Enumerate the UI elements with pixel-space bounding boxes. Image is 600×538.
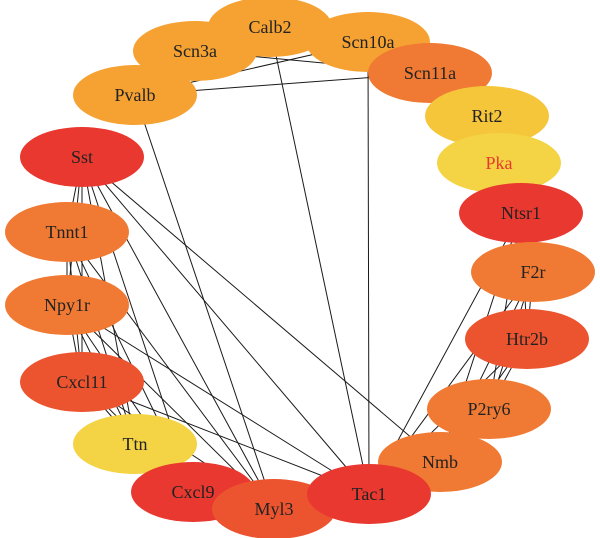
- node-scn3a[interactable]: Scn3a: [133, 21, 257, 81]
- node-ellipse-npy1r: [5, 275, 129, 335]
- node-label-rit2: Rit2: [471, 106, 502, 126]
- node-label-p2ry6: P2ry6: [467, 399, 510, 419]
- node-ellipse-tac1: [307, 464, 431, 524]
- node-label-scn3a: Scn3a: [173, 41, 217, 61]
- node-ellipse-p2ry6: [427, 379, 551, 439]
- node-ntsr1[interactable]: Ntsr1: [459, 183, 583, 243]
- edge-npy1r-tac1: [66, 304, 370, 495]
- node-label-scn10a: Scn10a: [342, 32, 395, 52]
- edge-scn10a-tac1: [367, 41, 370, 495]
- node-label-htr2b: Htr2b: [506, 329, 548, 349]
- node-ellipse-htr2b: [465, 309, 589, 369]
- node-label-tnnt1: Tnnt1: [46, 222, 89, 242]
- node-pvalb[interactable]: Pvalb: [73, 65, 197, 125]
- node-label-nmb: Nmb: [422, 452, 458, 472]
- node-npy1r[interactable]: Npy1r: [5, 275, 129, 335]
- node-f2r[interactable]: F2r: [471, 242, 595, 302]
- node-label-pka: Pka: [486, 153, 513, 173]
- node-cxcl11[interactable]: Cxcl11: [20, 352, 144, 412]
- edge-tnnt1-myl3: [66, 231, 275, 510]
- node-label-scn11a: Scn11a: [404, 63, 456, 83]
- node-ttn[interactable]: Ttn: [73, 414, 197, 474]
- node-ellipse-pka: [437, 133, 561, 193]
- node-label-cxcl9: Cxcl9: [172, 482, 215, 502]
- node-rit2[interactable]: Rit2: [425, 86, 549, 146]
- node-label-calb2: Calb2: [249, 17, 292, 37]
- node-ellipse-rit2: [425, 86, 549, 146]
- node-label-ttn: Ttn: [123, 434, 148, 454]
- node-htr2b[interactable]: Htr2b: [465, 309, 589, 369]
- node-label-sst: Sst: [71, 147, 93, 167]
- edge-calb2-tac1: [269, 26, 370, 495]
- node-ellipse-scn11a: [368, 43, 492, 103]
- node-label-pvalb: Pvalb: [114, 85, 155, 105]
- node-pka[interactable]: Pka: [437, 133, 561, 193]
- node-ellipse-f2r: [471, 242, 595, 302]
- node-label-ntsr1: Ntsr1: [501, 203, 541, 223]
- edge-sst-nmb: [81, 156, 441, 463]
- node-ellipse-cxcl11: [20, 352, 144, 412]
- node-label-f2r: F2r: [520, 262, 545, 282]
- node-tac1[interactable]: Tac1: [307, 464, 431, 524]
- node-label-cxcl11: Cxcl11: [56, 372, 107, 392]
- node-ellipse-tnnt1: [5, 202, 129, 262]
- node-sst[interactable]: Sst: [20, 127, 144, 187]
- node-ellipse-scn3a: [133, 21, 257, 81]
- edge-pvalb-myl3: [134, 94, 275, 510]
- node-ellipse-myl3: [212, 479, 336, 538]
- node-myl3[interactable]: Myl3: [212, 479, 336, 538]
- node-tnnt1[interactable]: Tnnt1: [5, 202, 129, 262]
- node-ellipse-sst: [20, 127, 144, 187]
- node-ellipse-pvalb: [73, 65, 197, 125]
- node-label-myl3: Myl3: [254, 499, 293, 519]
- node-ellipse-ttn: [73, 414, 197, 474]
- node-label-tac1: Tac1: [352, 484, 387, 504]
- node-scn11a[interactable]: Scn11a: [368, 43, 492, 103]
- node-ellipse-ntsr1: [459, 183, 583, 243]
- node-label-npy1r: Npy1r: [44, 295, 90, 315]
- node-p2ry6[interactable]: P2ry6: [427, 379, 551, 439]
- edge-sst-tac1: [81, 156, 370, 495]
